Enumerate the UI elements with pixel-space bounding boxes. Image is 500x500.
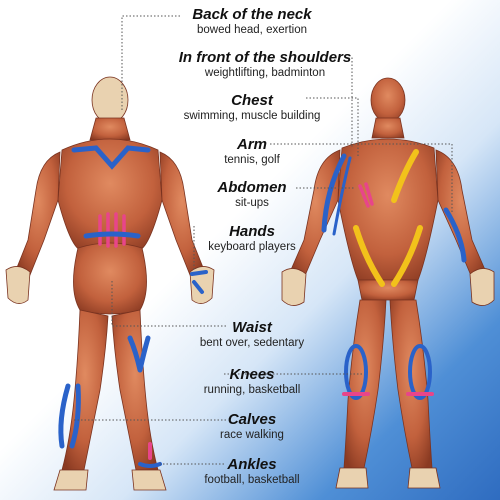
- label-hands: Hands keyboard players: [208, 223, 296, 253]
- label-ankles: Ankles football, basketball: [204, 456, 300, 486]
- arm-marker-left: [321, 153, 347, 233]
- waist-marker: [98, 212, 126, 248]
- back-markers: [58, 145, 208, 468]
- lower-back-band: [83, 231, 141, 239]
- label-neck: Back of the neck bowed head, exertion: [192, 6, 312, 36]
- abdomen-marker: [353, 225, 423, 287]
- front-view-figure: [281, 77, 495, 489]
- label-waist: Waist bent over, sedentary: [199, 319, 305, 349]
- label-chest: Chest swimming, muscle building: [183, 92, 321, 122]
- ankle-marker: [138, 462, 162, 468]
- knee-marker-right: [408, 344, 432, 400]
- label-arm: Arm tennis, golf: [224, 136, 280, 166]
- label-shoulders: In front of the shoulders weightlifting,…: [178, 49, 352, 79]
- hand-marker: [190, 270, 208, 294]
- knee-back-marker: [127, 335, 151, 373]
- label-abdomen: Abdomen sit-ups: [217, 179, 287, 209]
- front-markers: [321, 149, 467, 400]
- shoulder-marker: [391, 149, 419, 203]
- knee-marker-left: [344, 344, 368, 400]
- neck-marker: [71, 145, 151, 170]
- label-calves: Calves race walking: [220, 411, 284, 441]
- chest-marker: [358, 182, 374, 208]
- calf-marker: [58, 383, 81, 449]
- label-knees: Knees running, basketball: [203, 366, 301, 396]
- leader-lines: [74, 15, 453, 465]
- back-view-figure: [5, 76, 215, 491]
- arm-marker-right: [443, 207, 467, 263]
